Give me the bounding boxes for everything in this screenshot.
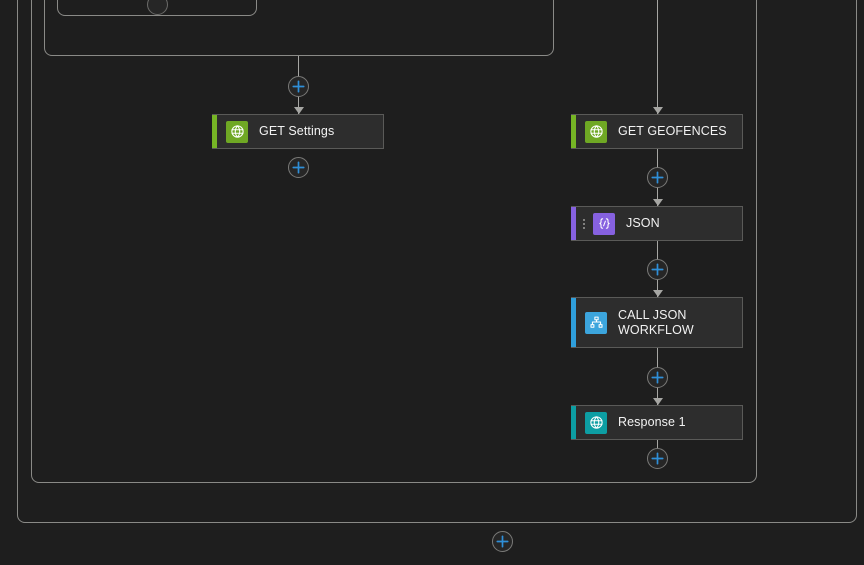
handle-dot (583, 222, 585, 225)
node-accent-bar (571, 406, 576, 439)
connector-geofences-to-json-arrowhead (653, 199, 663, 206)
connector-top-to-get-geofences-arrowhead (653, 107, 663, 114)
globe-icon (226, 120, 248, 143)
handle-dot (583, 226, 585, 229)
add-step-below-response[interactable] (647, 448, 668, 469)
node-accent-bar (571, 298, 576, 347)
workflow-node-get-geofences[interactable]: GET GEOFENCES (571, 114, 743, 149)
globe-response-icon (585, 411, 607, 434)
workflow-node-call-json-workflow[interactable]: CALL JSON WORKFLOW (571, 297, 743, 348)
globe-icon (585, 120, 607, 143)
workflow-node-response-1[interactable]: Response 1 (571, 405, 743, 440)
outer-scope-frame (17, 0, 857, 523)
node-title: GET GEOFENCES (618, 124, 727, 138)
node-title: GET Settings (259, 124, 335, 138)
add-step-clipped-top[interactable] (147, 0, 168, 15)
node-title: Response 1 (618, 415, 686, 429)
workflow-node-json[interactable]: JSON (571, 206, 743, 241)
connector-top-to-get-settings-arrowhead (294, 107, 304, 114)
add-step-end-of-workflow[interactable] (492, 531, 513, 552)
add-step-below-call-workflow[interactable] (647, 367, 668, 388)
code-braces-icon (593, 212, 615, 235)
node-accent-bar (571, 207, 576, 240)
node-accent-bar (571, 115, 576, 148)
workflow-node-get-settings[interactable]: GET Settings (212, 114, 384, 149)
node-accent-bar (212, 115, 217, 148)
add-step-above-get-settings[interactable] (288, 76, 309, 97)
branch-group-frame (44, 0, 554, 56)
connector-json-to-call-workflow-arrowhead (653, 290, 663, 297)
sitemap-icon (585, 311, 607, 334)
add-step-below-get-settings[interactable] (288, 157, 309, 178)
connector-top-to-get-geofences (657, 0, 658, 114)
add-step-below-json[interactable] (647, 259, 668, 280)
node-title: JSON (626, 216, 660, 230)
node-drag-handle[interactable] (579, 218, 589, 229)
handle-dot (583, 218, 585, 221)
connector-workflow-to-response-arrowhead (653, 398, 663, 405)
add-step-below-get-geofences[interactable] (647, 167, 668, 188)
node-title: CALL JSON WORKFLOW (618, 307, 694, 337)
